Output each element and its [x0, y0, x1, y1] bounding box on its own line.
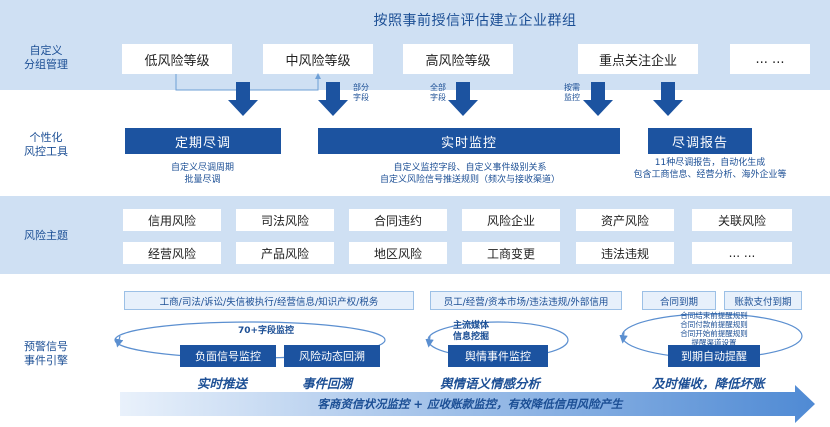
engine-note-media: 主流媒体 信息挖掘	[452, 321, 489, 342]
theme-contract: 合同违约	[349, 209, 447, 231]
row-label-themes: 风险主题	[24, 229, 68, 242]
group-card-focus: 重点关注企业	[578, 44, 698, 74]
down-arrow-3	[448, 82, 478, 116]
engine-source-3b: 账款支付到期	[724, 291, 802, 310]
theme-credit: 信用风险	[123, 209, 221, 231]
loop-oval-1-arrow	[115, 335, 124, 348]
theme-violation: 违法违规	[576, 242, 674, 264]
tool-realtime-monitor-desc: 自定义监控字段、自定义事件级别关系 自定义风险信号推送规则（频次与接收渠道）	[379, 163, 560, 185]
down-arrow-1	[228, 82, 258, 116]
upper-connectors	[175, 73, 683, 116]
slogan-realtime-push: 实时推送	[197, 376, 248, 391]
tool-dd-report-desc: 11种尽调报告，自动化生成 包含工商信息、经营分析、海外企业等	[633, 158, 787, 180]
theme-risk-enterprise: 风险企业	[462, 209, 560, 231]
group-card-high: 高风险等级	[403, 44, 513, 74]
group-card-mid: 中风险等级	[263, 44, 373, 74]
theme-related: 关联风险	[692, 209, 792, 231]
down-arrow-4	[583, 82, 613, 116]
tool-periodic-dd: 定期尽调	[125, 128, 281, 154]
engine-source-2: 员工/经营/资本市场/违法违规/外部信用	[430, 291, 622, 310]
engine-negative-signal: 负面信号监控	[180, 345, 276, 367]
theme-operation: 经营风险	[123, 242, 221, 264]
arrow-label-partial: 部分 字段	[353, 83, 369, 102]
row-label-engine: 预警信号 事件引擎	[24, 340, 68, 367]
down-arrow-2	[318, 82, 348, 116]
theme-business-change: 工商变更	[462, 242, 560, 264]
bottom-banner-arrow	[120, 385, 815, 423]
engine-risk-trace: 风险动态回溯	[284, 345, 380, 367]
row-label-tools: 个性化 风控工具	[24, 131, 68, 158]
row-label-grouping: 自定义 分组管理	[24, 44, 68, 71]
theme-asset: 资产风险	[576, 209, 674, 231]
engine-source-1: 工商/司法/诉讼/失信被执行/经营信息/知识产权/税务	[124, 291, 414, 310]
theme-judicial: 司法风险	[236, 209, 334, 231]
diagram-title: 按照事前授信评估建立企业群组	[373, 13, 577, 29]
engine-auto-reminder: 到期自动提醒	[668, 345, 760, 367]
arrow-label-all: 全部 字段	[430, 83, 446, 102]
engine-note-rules: 合同结束前提醒规则 合同付款前提醒规则 合同开始前提醒规则 提醒渠道设置	[680, 311, 748, 347]
group-card-more: ... ...	[730, 44, 810, 74]
engine-note-fields: 70+字段监控	[237, 326, 295, 336]
loop-oval-2-arrow	[425, 335, 434, 348]
slogan-sentiment: 舆情语义情感分析	[440, 376, 541, 391]
engine-source-3a: 合同到期	[642, 291, 716, 310]
arrow-label-by-monitor: 按需 监控	[564, 83, 580, 102]
tool-realtime-monitor: 实时监控	[318, 128, 620, 154]
slogan-collection: 及时催收，降低坏账	[652, 376, 765, 391]
slogan-event-trace: 事件回溯	[302, 376, 353, 391]
tool-periodic-dd-desc: 自定义尽调周期 批量尽调	[170, 163, 234, 185]
theme-product: 产品风险	[236, 242, 334, 264]
bottom-banner-text: 客商资信状况监控 + 应收账款监控，有效降低信用风险产生	[317, 397, 623, 411]
theme-region: 地区风险	[349, 242, 447, 264]
down-arrow-5	[653, 82, 683, 116]
loop-oval-3-arrow	[619, 331, 628, 344]
group-card-low: 低风险等级	[122, 44, 232, 74]
tool-dd-report: 尽调报告	[648, 128, 752, 154]
engine-public-opinion: 舆情事件监控	[448, 345, 548, 367]
theme-more: ... ...	[692, 242, 792, 264]
